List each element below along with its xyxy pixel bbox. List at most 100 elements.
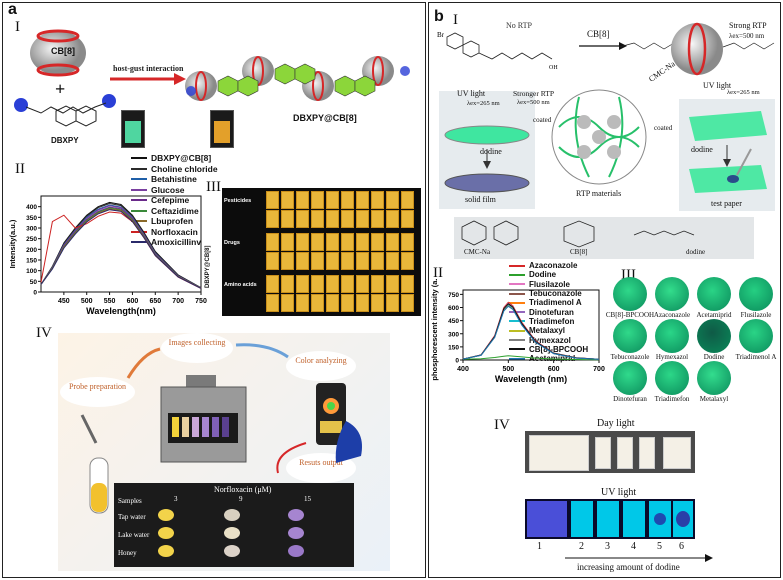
- cb8-complex-icon: [619, 22, 775, 76]
- day-strip: [639, 437, 655, 469]
- y-tick-label: 300: [448, 331, 459, 338]
- legend-entry: Triadimefon: [509, 317, 588, 326]
- series-line: [40, 211, 202, 289]
- uv-strip: [597, 501, 619, 537]
- vial: [386, 275, 399, 293]
- series-line: [462, 302, 600, 360]
- result-chip: [158, 527, 174, 539]
- x-axis-label: Wavelength (nm): [495, 374, 567, 384]
- vial-group-label: Amino acids: [224, 282, 257, 288]
- legend-entry: Triadimenol A: [509, 298, 588, 307]
- strip-number: 5: [657, 541, 662, 552]
- svg-text:OH: OH: [549, 65, 558, 71]
- legend-entry: CB[8]-BPCOOH: [509, 345, 588, 354]
- vial: [341, 210, 354, 228]
- day-strip: [617, 437, 633, 469]
- result-chip: [224, 527, 240, 539]
- increasing-arrow-icon: [565, 554, 713, 562]
- panel-b: b I Br OH No RTP CB[8] Strong RTP λex=50…: [428, 2, 781, 578]
- legend-swatch: [509, 311, 525, 314]
- x-tick-label: 600: [548, 366, 560, 373]
- uv-strip: [571, 501, 593, 537]
- uv-light-label: UV light: [601, 487, 637, 498]
- vial: [296, 252, 309, 270]
- legend-label: Azaconazole: [529, 261, 578, 271]
- coated-right-label: coated: [654, 124, 673, 132]
- result-chip: [158, 545, 174, 557]
- series-line: [40, 209, 202, 289]
- vial: [326, 252, 339, 270]
- vial: [356, 191, 369, 209]
- stronger-rtp-lambda: λex=500 nm: [517, 99, 550, 106]
- cb8-arrow-label: CB[8]: [587, 29, 610, 39]
- well-label: Hymexazol: [655, 353, 689, 361]
- vial: [311, 252, 324, 270]
- x-tick-label: 600: [127, 298, 139, 305]
- legend-label: Amoxicillinv: [151, 237, 202, 248]
- vial: [326, 233, 339, 251]
- vial: [266, 233, 279, 251]
- well: [655, 361, 689, 395]
- result-chip: [288, 527, 304, 539]
- x-tick-label: 550: [104, 298, 116, 305]
- legend-label: Dinotefuran: [529, 307, 574, 317]
- host-guest-arrow-icon: [110, 73, 186, 85]
- vial: [371, 294, 384, 312]
- strip-number: 6: [679, 541, 684, 552]
- result-chip: [288, 509, 304, 521]
- y-tick-label: 0: [455, 358, 459, 365]
- struct-label-cmc: CMC-Na: [464, 248, 491, 256]
- vial: [266, 275, 279, 293]
- x-tick-label: 450: [58, 298, 70, 305]
- vial: [371, 210, 384, 228]
- series-line: [462, 305, 600, 360]
- well: [739, 319, 773, 353]
- y-tick-label: 200: [26, 247, 37, 254]
- well-label: Dodine: [703, 353, 725, 361]
- panel-b-label: b: [434, 8, 444, 25]
- dodine-left-label: dodine: [480, 147, 502, 156]
- vial: [371, 191, 384, 209]
- struct-label-dodine: dodine: [686, 248, 706, 256]
- vial: [356, 210, 369, 228]
- strip-number: 3: [605, 541, 610, 552]
- vial: [326, 210, 339, 228]
- well: [655, 319, 689, 353]
- test-paper-label: test paper: [711, 199, 742, 208]
- well: [613, 361, 647, 395]
- well-label: Tebuconazole: [610, 353, 650, 361]
- vial-grid-side-label: DBXPY@CB[8]: [205, 245, 211, 288]
- legend-swatch: [131, 188, 147, 191]
- vial: [371, 252, 384, 270]
- results-row-3: Honey: [118, 549, 137, 557]
- uv-right-lambda: λex=265 nm: [727, 89, 760, 96]
- vial: [401, 252, 414, 270]
- legend-swatch: [131, 220, 147, 223]
- well: [697, 319, 731, 353]
- section-a-i: I: [15, 19, 20, 35]
- well: [613, 319, 647, 353]
- legend-entry: Glucose: [131, 185, 218, 196]
- x-tick-label: 650: [149, 298, 161, 305]
- panel-a: a I CB[8] + DBXPY host-gust interaction: [2, 1, 426, 578]
- vial: [341, 294, 354, 312]
- legend-swatch: [131, 167, 147, 170]
- bpcooh-structure-icon: Br OH: [437, 31, 558, 71]
- imaging-box-icon: [160, 375, 247, 463]
- well-label: Flusilazole: [740, 311, 772, 319]
- legend-swatch: [509, 301, 525, 304]
- x-tick-label: 750: [195, 298, 207, 305]
- legend-entry: Ceftazidime: [131, 206, 218, 217]
- strip-number: 1: [537, 541, 542, 552]
- well: [697, 361, 731, 395]
- legend-entry: Choline chloride: [131, 164, 218, 175]
- y-tick-label: 600: [448, 305, 459, 312]
- y-tick-label: 400: [26, 204, 37, 211]
- legend-label: Cefepime: [151, 195, 190, 206]
- uv-left-lambda: λex=265 nm: [467, 100, 500, 107]
- y-tick-label: 0: [33, 290, 37, 297]
- vial: [311, 294, 324, 312]
- results-table-title: Norfloxacin (μM): [214, 485, 272, 494]
- uv-light-strips: [525, 499, 695, 539]
